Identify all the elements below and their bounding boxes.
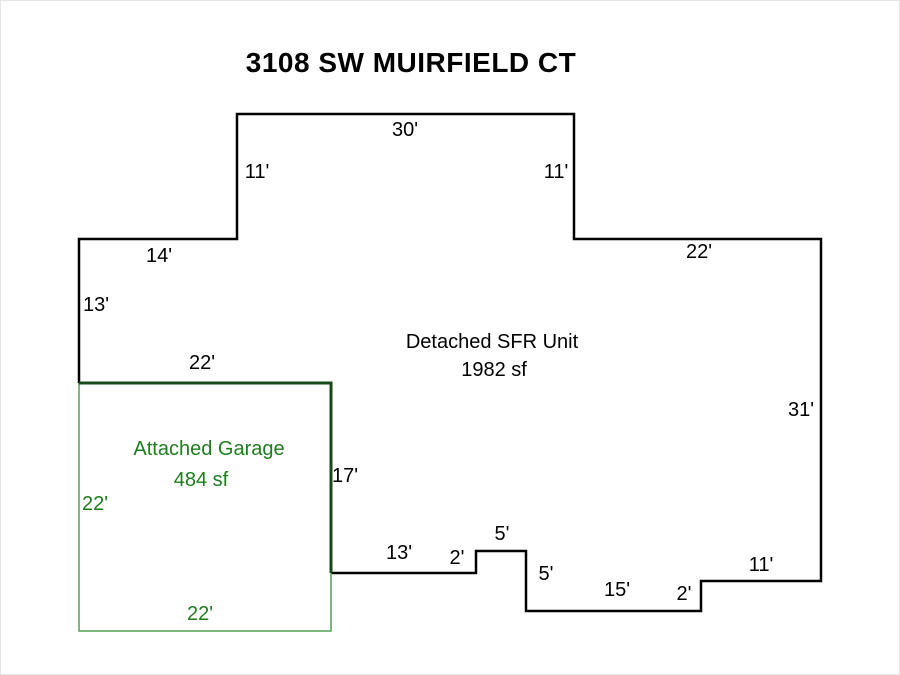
garage-shared-wall-path	[79, 381, 333, 573]
dim-label-upper-right-11ft: 11'	[543, 161, 569, 183]
dim-label-notch-right-5ft: 5'	[538, 563, 554, 585]
dim-label-left-14ft: 14'	[145, 245, 173, 267]
dim-label-upper-left-11ft: 11'	[244, 161, 270, 183]
garage-area-label: 484 sf	[173, 469, 229, 491]
dim-label-notch-left-2ft: 2'	[449, 547, 465, 569]
unit-name-label: Detached SFR Unit	[405, 331, 579, 353]
dim-label-left-13ft: 13'	[82, 294, 110, 316]
page-title: 3108 SW MUIRFIELD CT	[245, 47, 577, 78]
dim-label-bottom-15ft: 15'	[603, 579, 631, 601]
garage-name-label: Attached Garage	[133, 438, 285, 460]
house-outline-path	[77, 112, 823, 613]
dim-label-garage-left-22ft: 22'	[81, 493, 109, 515]
dim-label-right-22ft: 22'	[685, 241, 713, 263]
dim-label-notch-top-5ft: 5'	[494, 523, 510, 545]
dim-label-bottom-13ft: 13'	[385, 542, 413, 564]
garage-outline-path	[78, 383, 332, 632]
dim-label-top-30ft: 30'	[391, 119, 419, 141]
dim-label-bottom-right-11ft: 11'	[748, 554, 774, 576]
dim-label-right-31ft: 31'	[787, 399, 815, 421]
dim-label-shared-17ft: 17'	[331, 465, 359, 487]
dim-label-garage-bottom-22ft: 22'	[186, 603, 214, 625]
unit-area-label: 1982 sf	[461, 359, 527, 381]
dim-label-garage-top-22ft: 22'	[188, 352, 216, 374]
dim-label-step-2ft: 2'	[676, 583, 692, 605]
